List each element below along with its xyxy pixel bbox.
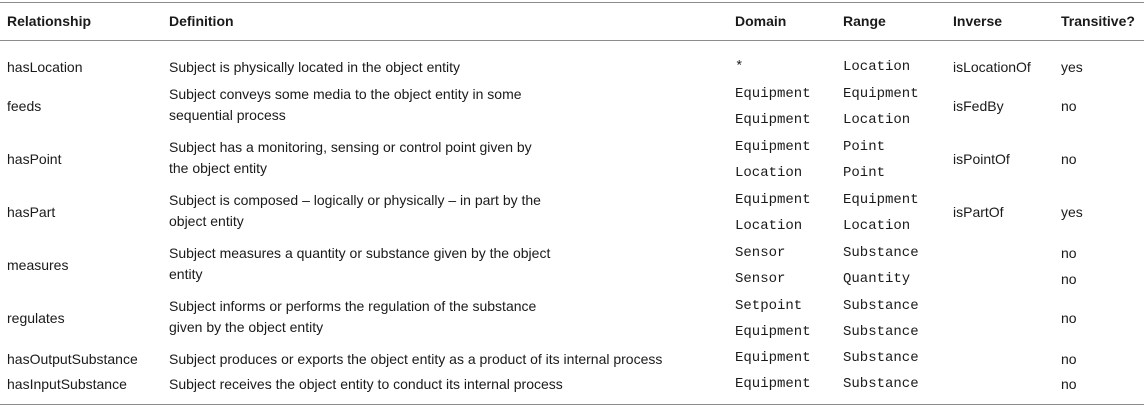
row-transitive: no xyxy=(1061,271,1077,287)
row-transitive: no xyxy=(1061,376,1077,392)
row-domain: Sensor xyxy=(735,271,786,287)
header-domain: Domain xyxy=(735,13,787,29)
row-domain: Location xyxy=(735,218,803,234)
row-definition-line: Subject conveys some media to the object… xyxy=(169,86,522,102)
row-domain: Equipment xyxy=(735,192,811,208)
row-domain: Equipment xyxy=(735,350,811,366)
header-range: Range xyxy=(843,13,886,29)
row-transitive: no xyxy=(1061,310,1077,326)
row-transitive: no xyxy=(1061,351,1077,367)
row-transitive: no xyxy=(1061,98,1077,114)
row-definition-line: Subject is physically located in the obj… xyxy=(169,59,461,75)
row-range: Location xyxy=(843,112,911,128)
row-inverse: isLocationOf xyxy=(953,59,1031,75)
table-header-rule xyxy=(0,40,1144,41)
row-inverse: isFedBy xyxy=(953,98,1004,114)
row-transitive: no xyxy=(1061,151,1077,167)
row-domain: Equipment xyxy=(735,139,811,155)
row-domain: Setpoint xyxy=(735,298,803,314)
row-definition-line: sequential process xyxy=(169,107,286,123)
row-range: Equipment xyxy=(843,192,919,208)
row-definition-line: Subject produces or exports the object e… xyxy=(169,351,663,367)
row-transitive: no xyxy=(1061,245,1077,261)
row-range: Substance xyxy=(843,350,919,366)
row-transitive: yes xyxy=(1061,204,1083,220)
row-definition-line: object entity xyxy=(169,213,244,229)
row-range: Equipment xyxy=(843,86,919,102)
header-definition: Definition xyxy=(169,13,234,29)
row-range: Substance xyxy=(843,245,919,261)
row-definition-line: Subject is composed – logically or physi… xyxy=(169,192,541,208)
table-top-rule xyxy=(0,2,1144,3)
header-relationship: Relationship xyxy=(7,13,92,29)
row-relationship: measures xyxy=(7,257,69,273)
row-range: Substance xyxy=(843,376,919,392)
table-bottom-rule xyxy=(0,404,1144,405)
row-inverse: isPartOf xyxy=(953,204,1004,220)
row-domain: Equipment xyxy=(735,324,811,340)
row-domain: Location xyxy=(735,165,803,181)
row-domain: Equipment xyxy=(735,86,811,102)
header-transitive: Transitive? xyxy=(1061,13,1135,29)
row-definition-line: the object entity xyxy=(169,160,268,176)
row-domain: Equipment xyxy=(735,112,811,128)
row-definition-line: Subject measures a quantity or substance… xyxy=(169,245,551,261)
row-domain: Sensor xyxy=(735,245,786,261)
row-relationship: hasPart xyxy=(7,204,56,220)
row-relationship: feeds xyxy=(7,98,42,114)
row-range: Quantity xyxy=(843,271,911,287)
row-definition-line: Subject has a monitoring, sensing or con… xyxy=(169,139,532,155)
row-domain: Equipment xyxy=(735,376,811,392)
row-relationship: hasPoint xyxy=(7,151,62,167)
row-transitive: yes xyxy=(1061,59,1083,75)
row-range: Location xyxy=(843,59,911,75)
header-inverse: Inverse xyxy=(953,13,1003,29)
row-inverse: isPointOf xyxy=(953,151,1010,167)
row-range: Substance xyxy=(843,324,919,340)
row-range: Location xyxy=(843,218,911,234)
row-definition-line: Subject receives the object entity to co… xyxy=(169,376,563,392)
row-range: Point xyxy=(843,139,886,155)
row-relationship: hasOutputSubstance xyxy=(7,351,138,367)
row-relationship: hasLocation xyxy=(7,59,83,75)
row-range: Substance xyxy=(843,298,919,314)
row-definition-line: Subject informs or performs the regulati… xyxy=(169,298,537,314)
row-domain: * xyxy=(735,59,744,75)
row-definition-line: given by the object entity xyxy=(169,319,324,335)
row-range: Point xyxy=(843,165,886,181)
row-relationship: hasInputSubstance xyxy=(7,376,127,392)
row-definition-line: entity xyxy=(169,266,203,282)
row-relationship: regulates xyxy=(7,310,65,326)
